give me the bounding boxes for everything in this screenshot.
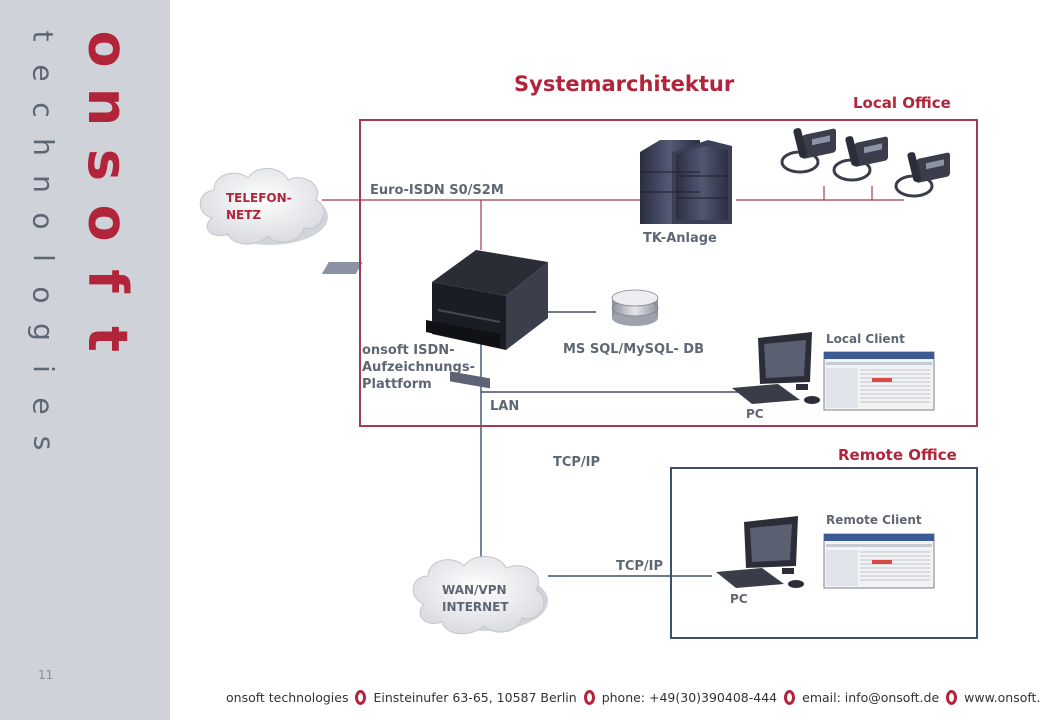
- database-icon: [611, 289, 659, 326]
- telefon-cloud: [199, 168, 328, 245]
- telefon-netz-label: TELEFON- NETZ: [226, 191, 292, 222]
- onsoft-o-icon: [784, 690, 796, 705]
- page-title: Systemarchitektur: [514, 72, 735, 96]
- tk-anlage-label: TK-Anlage: [643, 231, 717, 246]
- database-label: MS SQL/MySQL- DB: [563, 342, 705, 357]
- local-pc-icon: [732, 332, 820, 404]
- page-number: 11: [38, 668, 54, 682]
- footer-email[interactable]: email: info@onsoft.de: [802, 690, 940, 705]
- pc-remote-label: PC: [730, 592, 748, 606]
- platform-label: onsoft ISDN- Aufzeichnungs- Plattform: [362, 343, 475, 392]
- onsoft-o-icon: [355, 690, 367, 705]
- onsoft-o-icon: [946, 690, 958, 705]
- remote-client-screenshot: [823, 533, 935, 589]
- remote-pc-icon: [716, 516, 804, 588]
- remote-office-label: Remote Office: [838, 446, 957, 464]
- wan-vpn-label: WAN/VPN INTERNET: [442, 583, 509, 614]
- lan-label: LAN: [490, 399, 520, 414]
- remote-client-label: Remote Client: [826, 513, 922, 527]
- remote-office-box: [670, 467, 978, 639]
- telephone-icon: [832, 136, 888, 182]
- footer-address: Einsteinufer 63-65, 10587 Berlin: [373, 690, 577, 705]
- footer-company: onsoft technologies: [226, 690, 349, 705]
- euro-isdn-label: Euro-ISDN S0/S2M: [370, 183, 504, 198]
- local-client-screenshot: [823, 351, 935, 411]
- local-client-label: Local Client: [826, 332, 905, 346]
- tk-anlage-tower: [640, 140, 732, 224]
- local-office-label: Local Office: [853, 94, 951, 112]
- telephone-icon: [780, 128, 836, 174]
- wan-cloud: [412, 556, 548, 635]
- footer-phone: phone: +49(30)390408-444: [601, 690, 778, 705]
- tcpip-label: TCP/IP: [553, 455, 601, 470]
- recording-server-icon: [321, 250, 548, 389]
- pc-local-label: PC: [746, 407, 764, 421]
- telephone-icon: [894, 152, 950, 198]
- tcpip-remote-label: TCP/IP: [616, 559, 664, 574]
- local-office-box: [359, 119, 978, 427]
- footer-website[interactable]: www.onsoft.de: [964, 690, 1040, 705]
- onsoft-o-icon: [583, 690, 595, 705]
- footer: onsoft technologies Einsteinufer 63-65, …: [226, 690, 1040, 705]
